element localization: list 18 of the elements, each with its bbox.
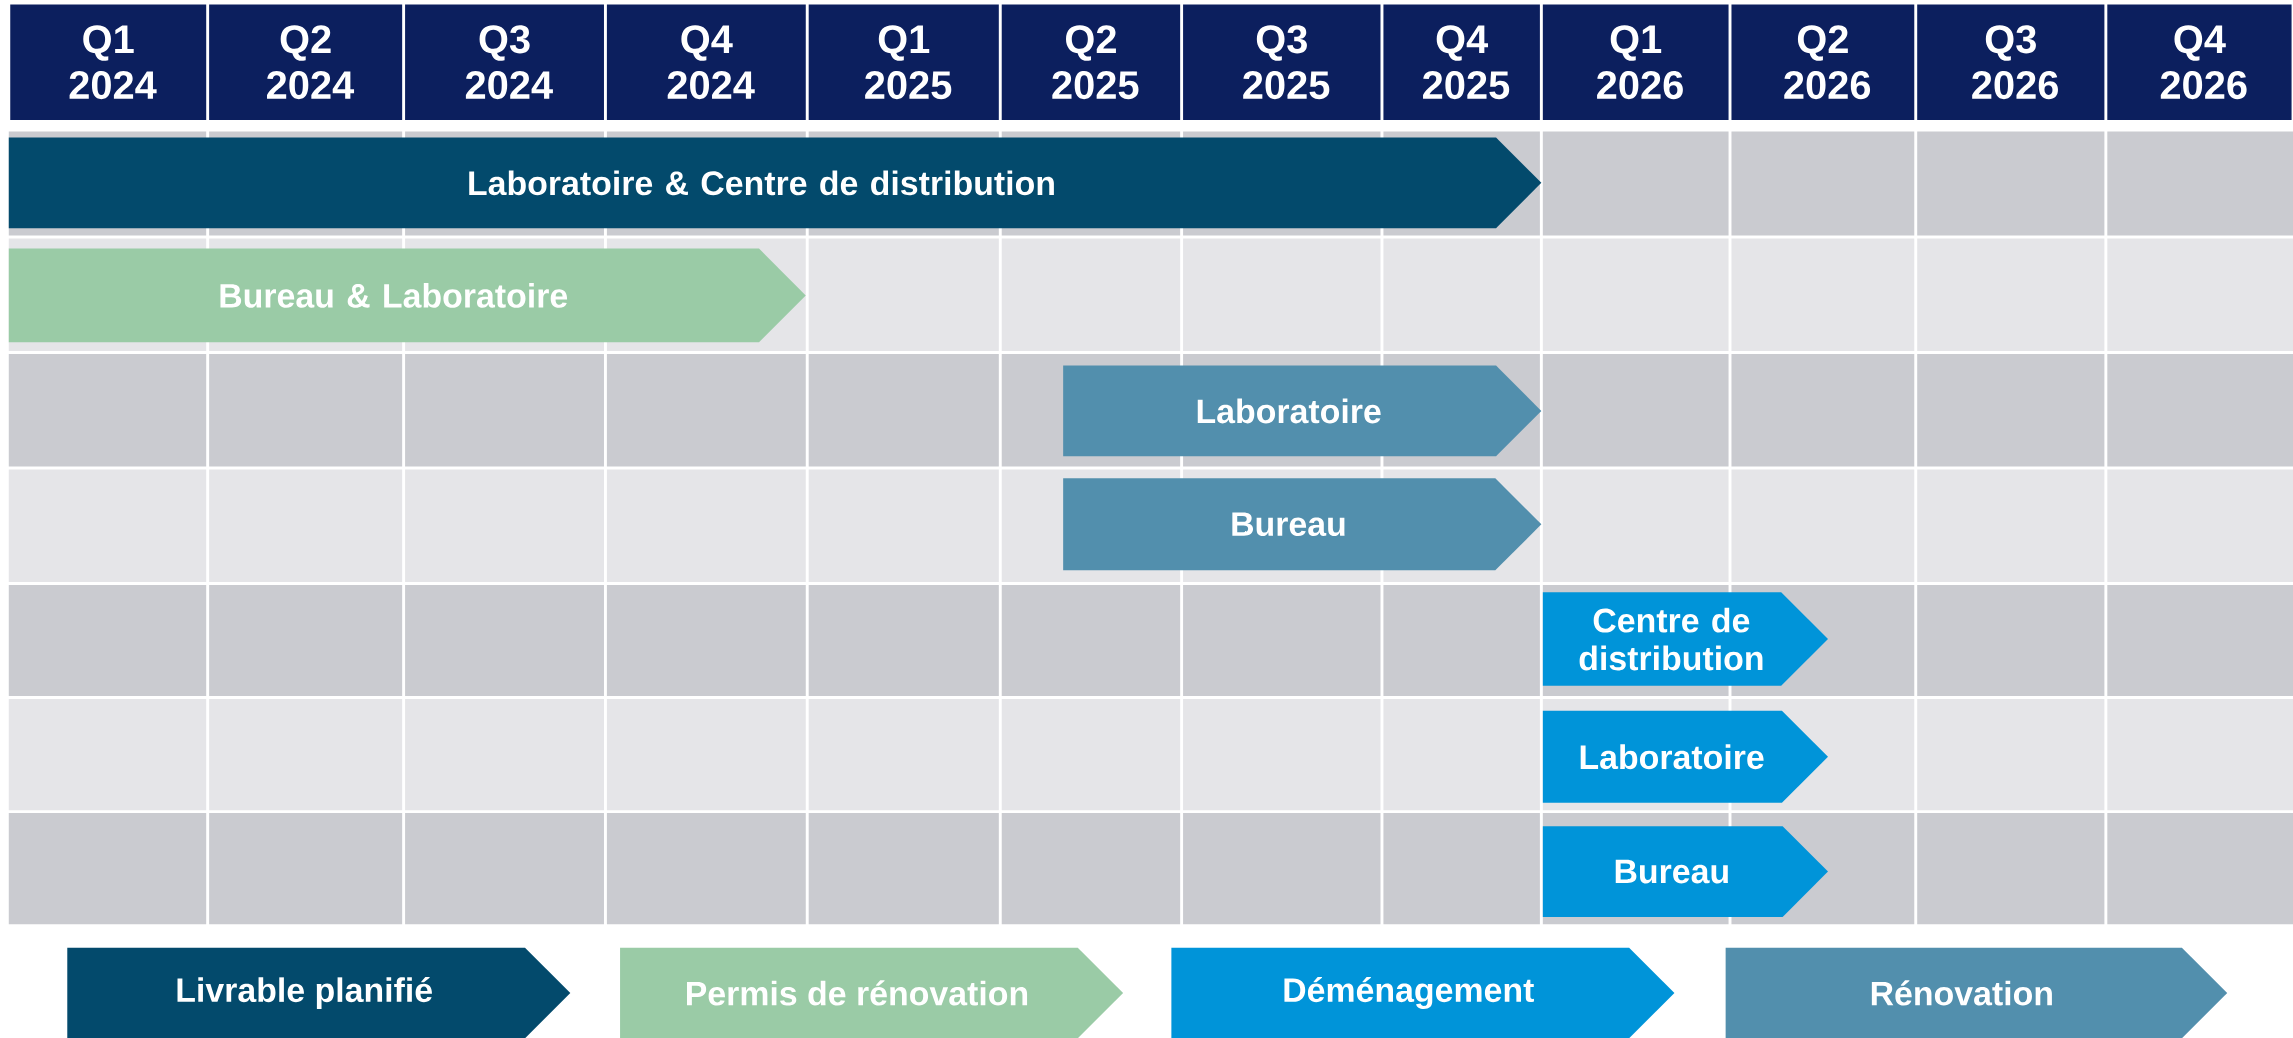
- header-cell: Q3 2024: [405, 4, 604, 120]
- header-cell: Q4 2025: [1383, 4, 1540, 120]
- header-cell: Q4 2026: [2107, 4, 2292, 120]
- header-cell: Q3 2026: [1917, 4, 2105, 120]
- timeline-bar: Laboratoire & Centre de distribution: [8, 137, 1542, 228]
- header-cell: Q2 2024: [209, 4, 403, 120]
- header-cell: Q2 2026: [1731, 4, 1915, 120]
- header-cell: Q1 2024: [10, 4, 207, 120]
- timeline-bar: Bureau & Laboratoire: [8, 248, 806, 343]
- timeline-bar: Bureau: [1542, 826, 1828, 917]
- header-cell: Q4 2024: [606, 4, 806, 120]
- timeline-bar: Centre de distribution: [1542, 592, 1828, 686]
- header-cell: Q2 2025: [1001, 4, 1181, 120]
- header-cell: Q3 2025: [1183, 4, 1381, 120]
- header-cell: Q1 2025: [808, 4, 999, 120]
- header-cell: Q1 2026: [1542, 4, 1729, 120]
- timeline-bar: Bureau: [1063, 478, 1542, 571]
- timeline-bar: Laboratoire: [1063, 365, 1542, 457]
